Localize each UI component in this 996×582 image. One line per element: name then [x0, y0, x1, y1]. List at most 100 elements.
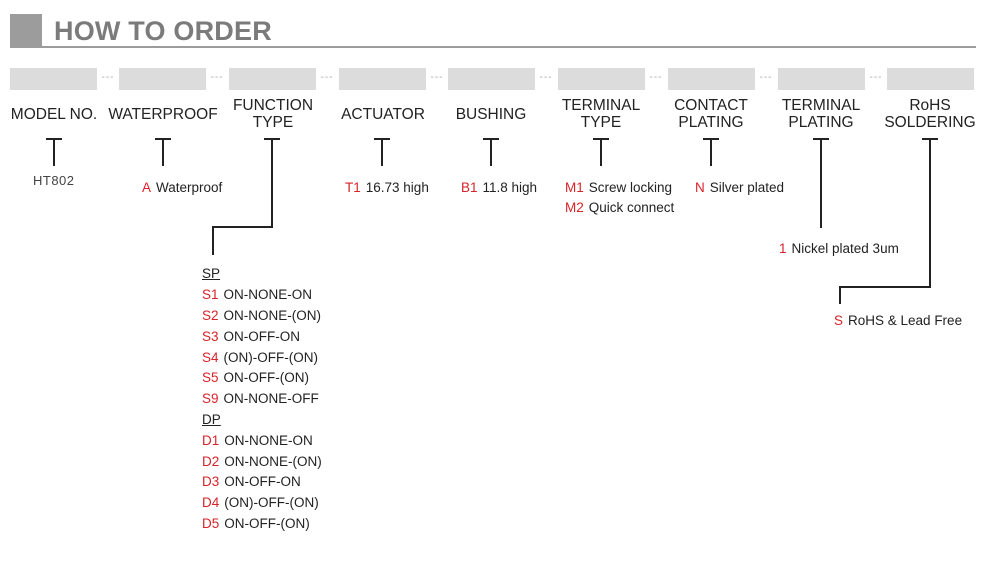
- option-code: S1: [202, 287, 219, 302]
- option-code: A: [142, 180, 152, 195]
- connector-line: [271, 138, 273, 228]
- field-label-terminal-plating: TERMINAL PLATING: [770, 97, 872, 131]
- field-label-terminal-type: TERMINAL TYPE: [550, 97, 652, 131]
- option-text: 11.8 high: [482, 180, 538, 195]
- option-text: ON-OFF-ON: [224, 474, 301, 489]
- field-label-rohs-soldering: RoHS SOLDERING: [876, 97, 984, 131]
- code-box-model: [10, 68, 97, 90]
- option-function-s9: S9 ON-NONE-OFF: [202, 391, 319, 407]
- connector-line: [212, 226, 214, 255]
- option-text: Quick connect: [588, 200, 675, 215]
- model-number: HT802: [33, 173, 75, 188]
- option-actuator: T1 16.73 high: [345, 180, 429, 196]
- code-box-actuator: [339, 68, 426, 90]
- option-function-d2: D2 ON-NONE-(ON): [202, 454, 322, 470]
- connector-line: [839, 286, 841, 304]
- connector-line: [212, 226, 273, 228]
- option-code: 1: [779, 241, 787, 256]
- separator: ---: [649, 72, 663, 83]
- field-label-actuator: ACTUATOR: [341, 106, 425, 123]
- code-box-waterproof: [119, 68, 206, 90]
- group-label-sp: SP: [202, 266, 221, 281]
- label-line: SOLDERING: [884, 114, 976, 131]
- option-text: ON-NONE-(ON): [224, 454, 322, 469]
- option-terminal-type-m1: M1 Screw locking: [565, 180, 672, 196]
- connector-line: [820, 138, 822, 228]
- label-line: RoHS: [909, 97, 951, 114]
- option-text: ON-OFF-(ON): [224, 516, 310, 531]
- field-label-waterproof: WATERPROOF: [108, 106, 218, 123]
- option-rohs: S RoHS & Lead Free: [834, 313, 962, 329]
- field-label-contact-plating: CONTACT PLATING: [660, 97, 762, 131]
- option-text: Screw locking: [588, 180, 673, 195]
- option-function-s1: S1 ON-NONE-ON: [202, 287, 312, 303]
- connector-line: [53, 138, 55, 166]
- separator: ---: [210, 72, 224, 83]
- label-line: TERMINAL: [781, 97, 861, 114]
- label-line: CONTACT: [674, 97, 748, 114]
- option-code: M2: [565, 200, 584, 215]
- separator: ---: [869, 72, 883, 83]
- option-code: D3: [202, 474, 220, 489]
- option-code: D1: [202, 433, 220, 448]
- option-function-s2: S2 ON-NONE-(ON): [202, 308, 321, 324]
- option-text: ON-NONE-ON: [223, 287, 313, 302]
- connector-line: [162, 138, 164, 166]
- option-code: T1: [345, 180, 361, 195]
- option-code: S4: [202, 350, 219, 365]
- label-line: FUNCTION: [232, 97, 314, 114]
- option-text: ON-OFF-ON: [223, 329, 301, 344]
- separator: ---: [320, 72, 334, 83]
- label-line: TERMINAL: [561, 97, 641, 114]
- label-line: PLATING: [678, 114, 744, 131]
- separator: ---: [430, 72, 444, 83]
- separator: ---: [101, 72, 115, 83]
- separator: ---: [539, 72, 553, 83]
- option-text: (ON)-OFF-(ON): [223, 350, 318, 365]
- code-box-terminal-plating: [778, 68, 865, 90]
- option-code: B1: [461, 180, 478, 195]
- option-text: Nickel plated 3um: [791, 241, 899, 256]
- option-function-d5: D5 ON-OFF-(ON): [202, 516, 310, 532]
- option-text: ON-NONE-OFF: [223, 391, 319, 406]
- option-code: D2: [202, 454, 220, 469]
- connector-line: [381, 138, 383, 166]
- option-code: D5: [202, 516, 220, 531]
- connector-line: [839, 286, 931, 288]
- option-function-d4: D4(ON)-OFF-(ON): [202, 495, 319, 511]
- option-code: M1: [565, 180, 584, 195]
- option-text: Silver plated: [709, 180, 785, 195]
- option-terminal-plating: 1 Nickel plated 3um: [779, 241, 899, 257]
- header-underline: [10, 46, 976, 48]
- option-text: ON-NONE-(ON): [223, 308, 322, 323]
- code-box-rohs: [887, 68, 974, 90]
- code-box-terminal-type: [558, 68, 645, 90]
- header-square-icon: [10, 14, 42, 46]
- option-text: (ON)-OFF-(ON): [224, 495, 319, 510]
- option-function-s5: S5 ON-OFF-(ON): [202, 370, 309, 386]
- label-line: TYPE: [580, 114, 622, 131]
- group-label-dp: DP: [202, 412, 221, 427]
- option-code: N: [695, 180, 705, 195]
- option-text: ON-OFF-(ON): [223, 370, 309, 385]
- connector-line: [710, 138, 712, 166]
- option-bushing: B1 11.8 high: [461, 180, 537, 196]
- option-code: S3: [202, 329, 219, 344]
- option-text: 16.73 high: [365, 180, 429, 195]
- page-title: HOW TO ORDER: [54, 16, 272, 46]
- option-code: S: [834, 313, 844, 328]
- connector-line: [929, 138, 931, 288]
- option-code: S9: [202, 391, 219, 406]
- option-text: RoHS & Lead Free: [848, 313, 963, 328]
- option-function-d3: D3 ON-OFF-ON: [202, 474, 301, 490]
- option-function-s4: S4 (ON)-OFF-(ON): [202, 350, 318, 366]
- separator: ---: [759, 72, 773, 83]
- connector-line: [600, 138, 602, 166]
- connector-line: [490, 138, 492, 166]
- code-box-contact-plating: [668, 68, 755, 90]
- option-code: S5: [202, 370, 219, 385]
- option-function-s3: S3 ON-OFF-ON: [202, 329, 300, 345]
- option-code: S2: [202, 308, 219, 323]
